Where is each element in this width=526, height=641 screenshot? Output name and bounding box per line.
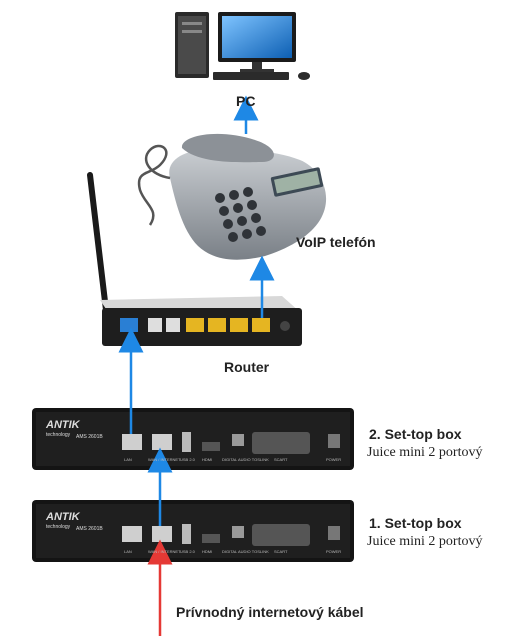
stb2-port-scart: SCART xyxy=(274,457,288,462)
stb1-model: AMS 2601B xyxy=(76,526,103,532)
stb2-brand: ANTIK xyxy=(45,419,81,431)
stb2-port-audio: DIGITAL AUDIO TOSLINK xyxy=(222,457,269,462)
stb1-port-lan: LAN xyxy=(124,549,132,554)
stb2-port-wan: WAN / INTERNET xyxy=(148,457,181,462)
stb1-title: 1. Set-top box xyxy=(369,515,462,531)
stb1-port-power: POWER xyxy=(326,549,341,554)
cable-label: Prívnodný internetový kábel xyxy=(176,604,364,620)
set-top-box-1 xyxy=(32,500,354,562)
stb1-brand-sub: technology xyxy=(46,524,71,530)
stb1-port-wan: WAN / INTERNET xyxy=(148,549,181,554)
stb2-subtitle: Juice mini 2 portový xyxy=(367,445,483,460)
stb2-port-hdmi: HDMI xyxy=(202,457,212,462)
pc-icon xyxy=(175,12,310,80)
stb2-model: AMS 2601B xyxy=(76,434,103,440)
stb1-brand: ANTIK xyxy=(45,511,81,523)
stb1-port-usb: USB 2.0 xyxy=(180,549,196,554)
stb1-port-scart: SCART xyxy=(274,549,288,554)
voip-phone-label: VoIP telefón xyxy=(296,234,376,250)
stb1-port-audio: DIGITAL AUDIO TOSLINK xyxy=(222,549,269,554)
stb1-subtitle: Juice mini 2 portový xyxy=(367,534,483,549)
stb2-port-usb: USB 2.0 xyxy=(180,457,196,462)
stb2-brand-sub: technology xyxy=(46,432,71,438)
stb2-port-lan: LAN xyxy=(124,457,132,462)
pc-label: PC xyxy=(236,93,256,109)
router-label: Router xyxy=(224,359,270,375)
stb1-port-hdmi: HDMI xyxy=(202,549,212,554)
voip-phone-icon xyxy=(137,133,327,260)
stb2-port-power: POWER xyxy=(326,457,341,462)
set-top-box-2 xyxy=(32,408,354,470)
stb2-title: 2. Set-top box xyxy=(369,426,462,442)
